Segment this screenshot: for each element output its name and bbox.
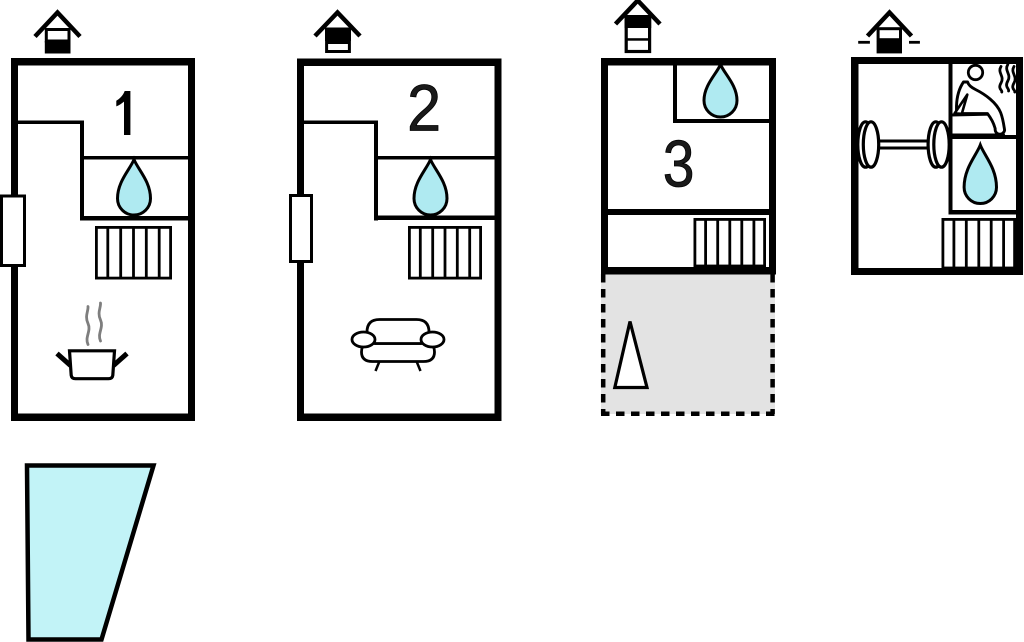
svg-text:3: 3 <box>663 128 695 201</box>
svg-text:2: 2 <box>407 73 441 145</box>
